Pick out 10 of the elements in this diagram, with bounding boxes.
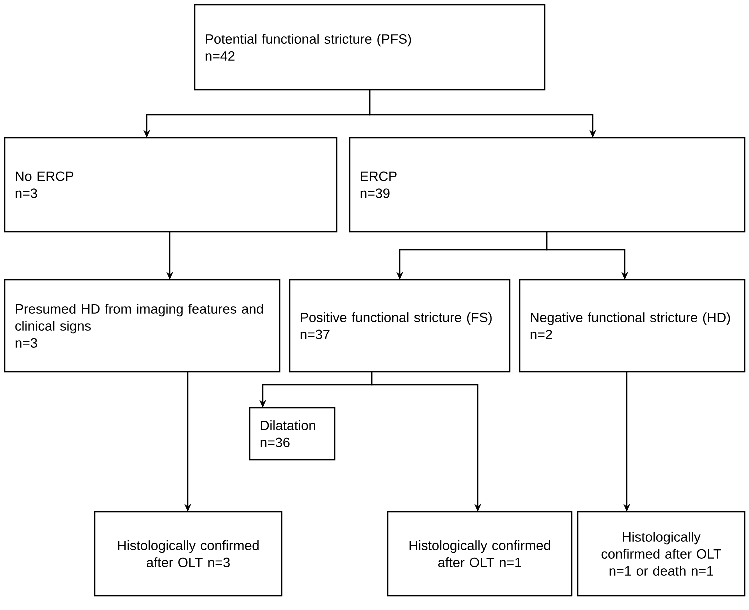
process-box: Positive functional stricture (FS) n=37 — [289, 279, 511, 373]
process-box: ERCP n=39 — [349, 137, 746, 233]
process-box: Histologically confirmed after OLT n=3 — [94, 511, 283, 597]
process-box: No ERCP n=3 — [4, 137, 338, 233]
process-box: Dilatation n=36 — [249, 407, 336, 461]
process-box: Negative functional stricture (HD) n=2 — [519, 279, 746, 373]
process-box: Histologically confirmed after OLT n=1 or death n=1 — [577, 511, 746, 597]
process-box: Histologically confirmed after OLT n=1 — [387, 511, 573, 597]
process-box: Presumed HD from imaging features and clinical signs n=3 — [4, 279, 281, 373]
process-box: Potential functional stricture (PFS) n=42 — [194, 4, 546, 91]
